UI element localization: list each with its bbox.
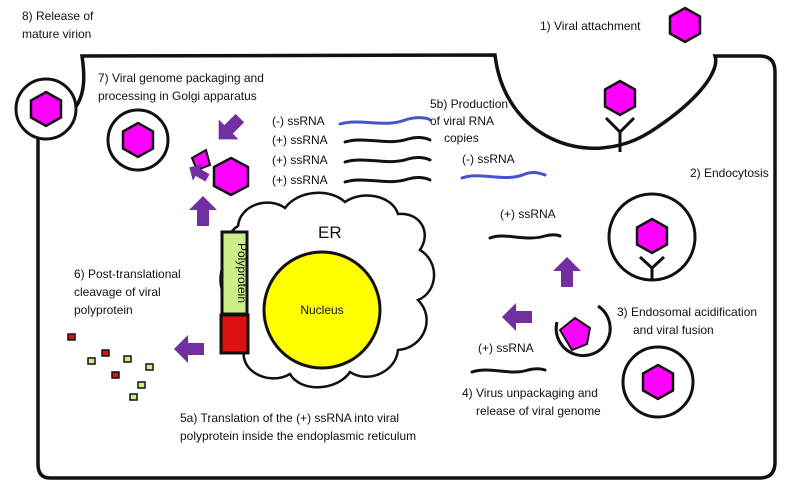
step-5a-label-line2: polyprotein inside the endoplasmic retic… [180, 429, 416, 443]
attached-virion-icon [603, 79, 637, 117]
step-7-label-line2: processing in Golgi apparatus [98, 89, 257, 103]
step-4-label-line1: 4) Virus unpackaging and [462, 386, 598, 400]
free-virion-icon [668, 6, 702, 44]
step-8-label-line2: mature virion [22, 27, 91, 41]
step-5b-label-line3: copies [444, 131, 479, 145]
fused-endosome [554, 304, 612, 358]
step-1-label: 1) Viral attachment [540, 19, 641, 33]
plus-ssrna-low-strand [470, 367, 547, 374]
step-3-label-line1: 3) Endosomal acidification [617, 305, 757, 319]
rna-label-plus-low: (+) ssRNA [478, 341, 534, 355]
step-3-label-line2: and viral fusion [633, 323, 714, 337]
polyprotein-label: Polyprotein [235, 243, 249, 303]
endosome-receptor-icon [638, 255, 666, 280]
polyprotein-red-segment [219, 313, 250, 355]
packaging-arrow [208, 108, 250, 150]
receptor-icon [604, 116, 636, 152]
step-6-label-line2: cleavage of viral [74, 285, 161, 299]
step-2-label: 2) Endocytosis [690, 166, 769, 180]
rna-label-top-3: (+) ssRNA [272, 153, 328, 167]
step-5b-label-line1: 5b) Production [430, 97, 508, 111]
lower-vesicle-virion-icon [641, 363, 675, 401]
golgi-virion-icon [121, 121, 155, 159]
plus-ssrna-strand-1 [343, 135, 432, 144]
peptide-fragments [67, 333, 154, 401]
opened-capsid-icon [558, 316, 592, 352]
er-to-golgi-arrow [189, 196, 217, 226]
rna-label-top-1: (-) ssRNA [272, 114, 325, 128]
rna-label-plus-mid: (+) ssRNA [500, 207, 556, 221]
minus-ssrna-strand [338, 116, 432, 126]
translation-arrow [502, 303, 532, 331]
er-label: ER [318, 223, 342, 242]
step-5a-label-line1: 5a) Translation of the (+) ssRNA into vi… [180, 411, 399, 425]
cell-membrane [36, 53, 777, 480]
step-5b-label-line2: of viral RNA [430, 114, 494, 128]
plus-ssrna-strand-3 [343, 175, 432, 184]
step-4-label-line2: release of viral genome [476, 404, 601, 418]
rna-label-minus-copy: (-) ssRNA [462, 152, 515, 166]
nucleus [262, 250, 382, 370]
genome-release-arrow [553, 257, 581, 287]
nucleus-label: Nucleus [300, 303, 343, 317]
plus-ssrna-mid-strand [488, 233, 562, 240]
rna-label-top-2: (+) ssRNA [272, 133, 328, 147]
step-6-label-line3: polyprotein [74, 303, 133, 317]
step-6-label-line1: 6) Post-translational [74, 267, 181, 281]
endosome-virion-icon [635, 217, 669, 255]
assembling-virion-icon [212, 156, 250, 197]
minus-ssrna-copy-strand [460, 170, 547, 180]
step-7-label-line1: 7) Viral genome packaging and [98, 71, 264, 85]
released-virion-icon [29, 90, 63, 128]
rna-label-top-4: (+) ssRNA [272, 173, 328, 187]
step-8-label-line1: 8) Release of [22, 9, 94, 23]
cleavage-arrow [174, 335, 204, 363]
plus-ssrna-strand-2 [343, 155, 432, 164]
